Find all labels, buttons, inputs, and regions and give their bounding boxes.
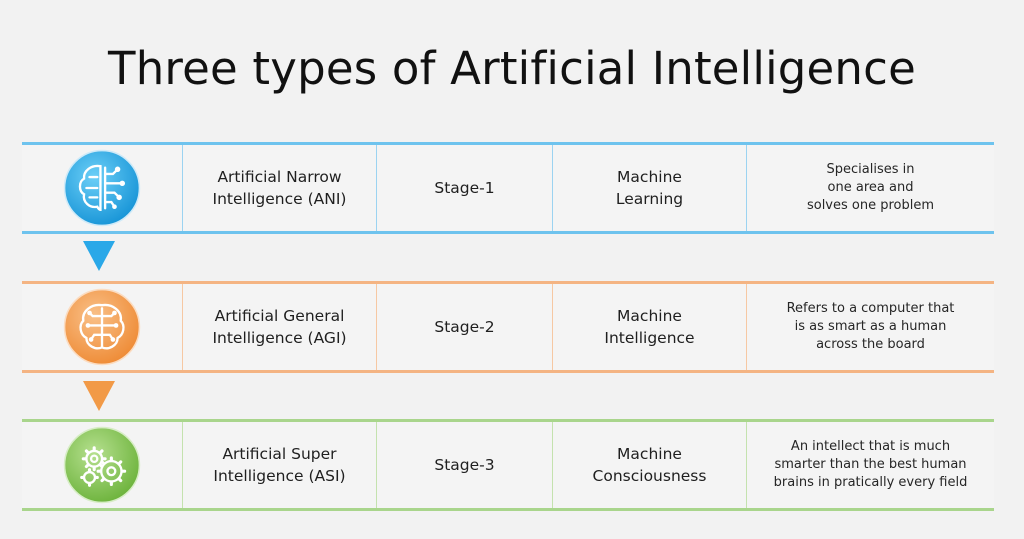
brain-circuit-icon: [63, 288, 141, 366]
ai-type-row-asi: Artificial Super Intelligence (ASI) Stag…: [22, 419, 994, 511]
icon-cell: [22, 145, 182, 231]
ai-type-description: Refers to a computer that is as smart as…: [746, 284, 994, 370]
brain-circuit-icon: [63, 149, 141, 227]
machine-capability: Machine Learning: [552, 145, 746, 231]
ai-type-name: Artificial Super Intelligence (ASI): [182, 422, 376, 508]
machine-capability: Machine Intelligence: [552, 284, 746, 370]
ai-type-name: Artificial General Intelligence (AGI): [182, 284, 376, 370]
page-title: Three types of Artificial Intelligence: [108, 42, 916, 95]
icon-cell: [22, 422, 182, 508]
down-arrow-icon: [83, 381, 115, 411]
ai-type-description: Specialises in one area and solves one p…: [746, 145, 994, 231]
down-arrow-icon: [83, 241, 115, 271]
machine-capability: Machine Consciousness: [552, 422, 746, 508]
ai-type-row-agi: Artificial General Intelligence (AGI) St…: [22, 281, 994, 373]
stage-label: Stage-2: [376, 284, 552, 370]
ai-type-name: Artificial Narrow Intelligence (ANI): [182, 145, 376, 231]
stage-label: Stage-1: [376, 145, 552, 231]
ai-type-description: An intellect that is much smarter than t…: [746, 422, 994, 508]
gears-icon: [63, 426, 141, 504]
ai-type-row-ani: Artificial Narrow Intelligence (ANI) Sta…: [22, 142, 994, 234]
icon-cell: [22, 284, 182, 370]
stage-label: Stage-3: [376, 422, 552, 508]
